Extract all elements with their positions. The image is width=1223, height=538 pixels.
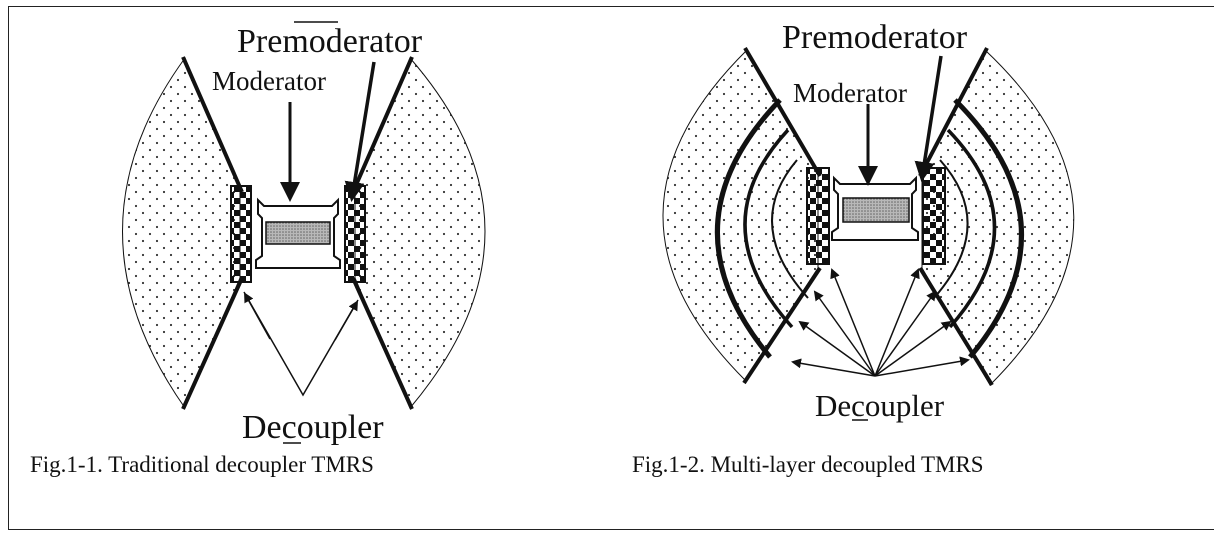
figure-1-2: Premoderator Moderator Decoupler Fig.1-2… <box>632 19 1075 477</box>
left-upper-boundary-multilayer <box>743 46 822 178</box>
right-arc-inner <box>933 159 969 299</box>
figure-1-2-caption: Fig.1-2. Multi-layer decoupled TMRS <box>632 452 984 477</box>
premoderator-arrow-multilayer <box>914 55 943 182</box>
left-reflector-multilayer <box>662 49 819 381</box>
right-upper-boundary-multilayer <box>918 47 989 177</box>
right-arc-outer <box>953 98 1024 359</box>
right-reflector-multilayer <box>921 49 1075 386</box>
decoupler-arrow-left <box>244 292 271 340</box>
figure-1-1-caption: Fig.1-1. Traditional decoupler TMRS <box>30 452 374 477</box>
right-arc-middle <box>946 128 997 329</box>
premoderator-label-multilayer: Premoderator <box>782 19 968 56</box>
decoupler-lines <box>243 291 359 397</box>
premoderator-arrow <box>344 61 376 202</box>
right-decoupler-block <box>344 185 366 283</box>
right-reflector <box>354 57 486 409</box>
moderator-block-multilayer <box>842 197 910 223</box>
left-decoupler-block <box>230 185 252 283</box>
left-upper-boundary <box>181 56 244 193</box>
left-decoupler-block-multilayer <box>806 167 830 265</box>
decoupler-label-multilayer: Decoupler <box>815 388 945 423</box>
moderator-label-multilayer: Moderator <box>793 78 907 108</box>
left-lower-boundary <box>181 277 244 410</box>
decoupler-arrow-fan <box>791 268 970 377</box>
figure-frame <box>8 6 1214 530</box>
decoupler-arrow-right <box>334 300 359 341</box>
left-arc-middle <box>743 128 794 329</box>
right-lower-boundary-multilayer <box>918 266 994 387</box>
left-reflector <box>122 56 241 410</box>
moderator-block <box>265 221 331 245</box>
right-decoupler-block-multilayer <box>922 167 946 265</box>
decoupler-label: Decoupler <box>242 409 384 446</box>
right-lower-boundary <box>351 277 414 410</box>
left-arc-inner <box>771 159 809 299</box>
moderator-label: Moderator <box>212 66 326 96</box>
left-lower-boundary-multilayer <box>742 266 822 385</box>
figure-1-1: Premoderator Moderator Decoupler Fig.1-1… <box>30 21 486 477</box>
premoderator-label: Premoderator <box>237 23 423 60</box>
left-arc-outer <box>715 98 782 359</box>
right-upper-boundary <box>351 56 414 193</box>
